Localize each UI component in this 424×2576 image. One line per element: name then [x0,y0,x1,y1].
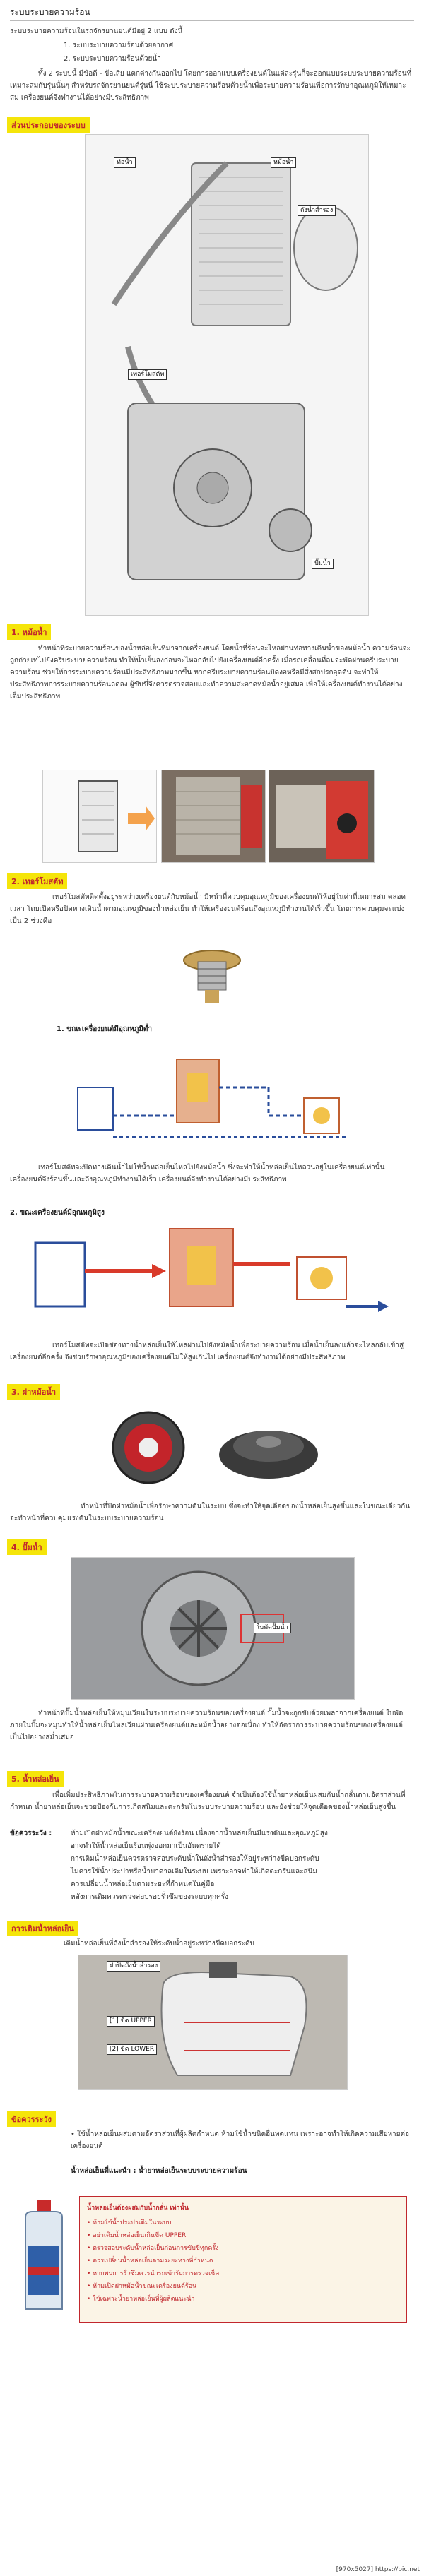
radiator-cap-photos [85,1405,339,1490]
coolant-warning-box: น้ำหล่อเย็นต้องผสมกับน้ำกลั่น เท่านั้น •… [79,2196,407,2323]
label-reserve-tank: ถังน้ำสำรอง [298,205,336,216]
thermostat-case2-title: 2. ขณะเครื่องยนต์มีอุณหภูมิสูง [10,1209,105,1217]
coolant-caution-4: ไม่ควรใช้น้ำประปาหรือน้ำบาดาลเติมในระบบ … [71,1868,318,1876]
label-water-pipe: ท่อน้ำ [114,157,136,168]
coolant-caution-6: หลังการเติมควรตรวจสอบรอยรั่วซึมของระบบทุ… [71,1893,228,1901]
image-footer: [970x5027] https://pic.net [336,2566,420,2573]
page-title: ระบบระบายความร้อน [10,4,414,21]
radiator-cap-graphic [112,1411,318,1484]
system-diagram: ท่อน้ำ หม้อน้ำ ถังน้ำสำรอง เทอร์โมสตัท ป… [85,134,369,616]
radiator-photo-2 [269,770,375,863]
refill-body: เติมน้ำหล่อเย็นที่ถังน้ำสำรองให้ระดับน้ำ… [64,1940,254,1948]
thermostat-heading: 2. เทอร์โมสตัท [7,873,68,889]
radiator-photo-1-graphic [176,777,262,855]
water-pump-heading: 4. ปั๊มน้ำ [7,1539,47,1555]
thermostat-case2-body: เทอร์โมสตัทจะเปิดช่องทางน้ำหล่อเย็นให้ไห… [10,1342,404,1361]
label-lower-mark: [2] ขีด LOWER [107,2044,158,2055]
low-temp-flow-diagram [77,1059,346,1138]
radiator-cap-heading: 3. ฝาหม้อน้ำ [7,1384,61,1400]
warning-item-1: • ห้ามใช้น้ำประปาเติมในระบบ [87,2219,172,2226]
high-temp-flow-diagram [34,1228,389,1312]
coolant-bottle [16,2196,72,2316]
coolant-caution-5: ควรเปลี่ยนน้ำหล่อเย็นตามระยะที่กำหนดในคู… [71,1880,215,1888]
refill-heading: การเติมน้ำหล่อเย็น [7,1921,78,1936]
radiator-heading: 1. หม้อน้ำ [7,624,52,640]
reserve-tank-photo: ฝาปิดถังน้ำสำรอง [1] ขีด UPPER [2] ขีด L… [78,1955,348,2090]
radiator-photo-2-graphic [276,781,368,859]
water-pump-graphic [71,1558,354,1699]
components-heading: ส่วนประกอบของระบบ [7,117,90,133]
reserve-tank-graphic [78,1955,347,2089]
coolant-caution-3: การเติมน้ำหล่อเย็นควรตรวจสอบระดับน้ำในถั… [71,1855,319,1863]
warning-item-5: • หากพบการรั่วซึมควรนำรถเข้ารับการตรวจเช… [87,2270,220,2277]
intro-item-2: 2. ระบบระบายความร้อนด้วยน้ำ [64,55,161,63]
intro-item-1: 1. ระบบระบายความร้อนด้วยอากาศ [64,42,174,49]
label-reserve-cap: ฝาปิดถังน้ำสำรอง [107,1961,161,1972]
water-pump-photo: ใบพัดปั๊มน้ำ [71,1557,355,1700]
warning-item-3: • ตรวจสอบระดับน้ำหล่อเย็นก่อนการขับขี่ทุ… [87,2245,219,2252]
thermostat-case1-title: 1. ขณะเครื่องยนต์มีอุณหภูมิต่ำ [57,1025,153,1033]
label-thermostat: เทอร์โมสตัท [128,369,167,380]
warning-item-7: • ใช้เฉพาะน้ำยาหล่อเย็นที่ผู้ผลิตแนะนำ [87,2296,195,2303]
water-pump-body: ทำหน้าที่ปั๊มน้ำหล่อเย็นให้หมุนเวียนในระ… [10,1710,404,1741]
refill-caution-body: • ใช้น้ำหล่อเย็นผสมตามอัตราส่วนที่ผู้ผลิ… [71,2130,410,2150]
thermostat-case1-body: เทอร์โมสตัทจะปิดทางเดินน้ำไม่ให้น้ำหล่อเ… [10,1164,385,1183]
label-water-pump: ปั๊มน้ำ [312,559,334,569]
warning-item-2: • อย่าเติมน้ำหล่อเย็นเกินขีด UPPER [87,2232,187,2239]
radiator-drawing [42,770,157,863]
thermostat-high-diagram [28,1222,396,1328]
label-upper-mark: [1] ขีด UPPER [107,2016,155,2027]
radiator-cap-body: ทำหน้าที่ปิดฝาหม้อน้ำเพื่อรักษาความดันใน… [10,1503,411,1522]
thermostat-low-diagram [71,1045,360,1151]
coolant-bottle-graphic [25,2200,63,2310]
radiator-sketch [78,780,155,852]
coolant-caution-label: ข้อควรระวัง : [10,1830,52,1837]
coolant-heading: 5. น้ำหล่อเย็น [7,1771,64,1787]
refill-recommend: น้ำหล่อเย็นที่แนะนำ : น้ำยาหล่อเย็นระบบร… [71,2167,247,2175]
coolant-caution-2: อาจทำให้น้ำหล่อเย็นร้อนพุ่งออกมาเป็นอันต… [71,1842,221,1850]
refill-caution-heading: ข้อควรระวัง [7,2111,56,2127]
thermostat-graphic [183,950,241,1003]
intro-lead: ระบบระบายความร้อนในรถจักรยานยนต์มีอยู่ 2… [10,28,183,35]
coolant-caution-1: ห้ามเปิดฝาหม้อน้ำขณะเครื่องยนต์ยังร้อน เ… [71,1830,328,1837]
intro-body: ทั้ง 2 ระบบนี้ มีข้อดี - ข้อเสีย แตกต่าง… [10,70,412,102]
label-radiator: หม้อน้ำ [271,157,297,168]
label-pump-impeller: ใบพัดปั๊มน้ำ [254,1623,291,1633]
warning-title: น้ำหล่อเย็นต้องผสมกับน้ำกลั่น เท่านั้น [87,2205,189,2212]
thermostat-body: เทอร์โมสตัทติดตั้งอยู่ระหว่างเครื่องยนต์… [10,893,406,925]
thermostat-photo [170,932,254,1010]
warning-item-6: • ห้ามเปิดฝาหม้อน้ำขณะเครื่องยนต์ร้อน [87,2283,197,2290]
radiator-body: ทำหน้าที่ระบายความร้อนของน้ำหล่อเย็นที่ม… [10,645,411,700]
warning-item-4: • ควรเปลี่ยนน้ำหล่อเย็นตามระยะทางที่กำหน… [87,2258,213,2265]
coolant-body: เพื่อเพิ่มประสิทธิภาพในการระบายความร้อนข… [10,1791,406,1811]
radiator-photo-1 [161,770,266,863]
